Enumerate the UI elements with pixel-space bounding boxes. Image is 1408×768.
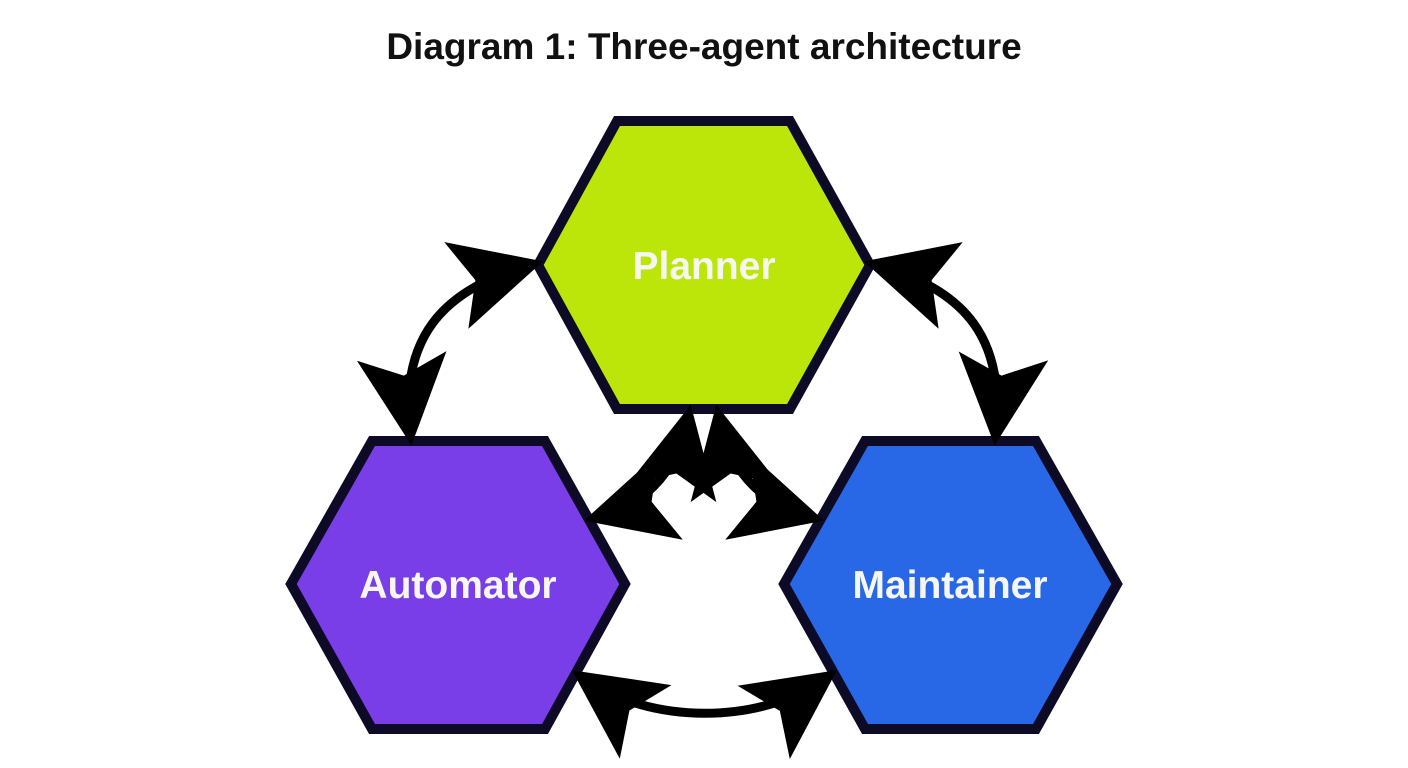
node-automator: Automator: [285, 436, 631, 734]
planner-label: Planner: [632, 245, 775, 288]
maintainer-label: Maintainer: [852, 564, 1047, 607]
edge-planner-automator-inner: [583, 404, 717, 540]
edge-planner-maintainer-inner: [690, 404, 825, 540]
automator-label: Automator: [359, 564, 556, 607]
edge-planner-automator-outer: [357, 242, 544, 446]
node-maintainer: Maintainer: [778, 436, 1123, 734]
automator-hexagon: [285, 436, 631, 734]
diagram-title: Diagram 1: Three-agent architecture: [386, 26, 1022, 67]
edge-planner-maintainer-outer: [863, 242, 1049, 446]
node-planner: Planner: [532, 116, 876, 414]
edge-automator-maintainer-bottom: [571, 670, 838, 760]
